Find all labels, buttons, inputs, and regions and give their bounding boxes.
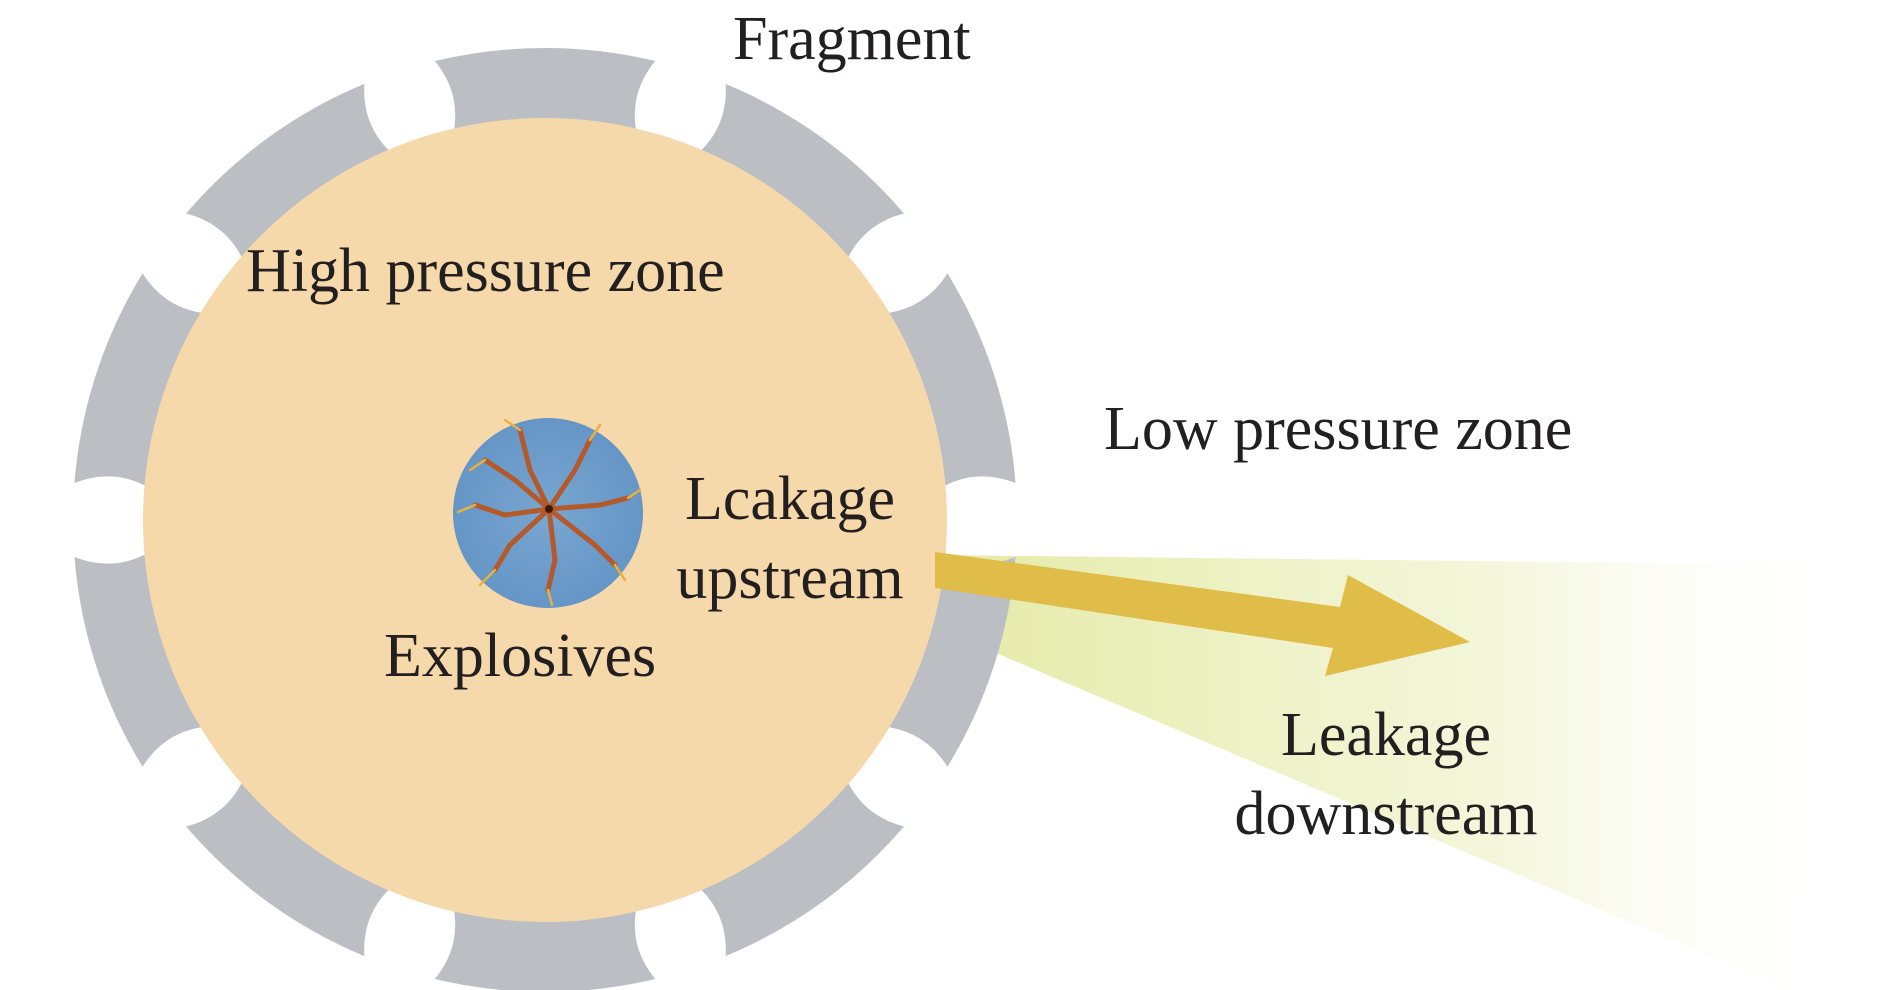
- crack-line: [472, 502, 552, 518]
- detonation-point-icon: [545, 505, 553, 513]
- crack-line: [546, 506, 618, 568]
- crack-line: [546, 437, 593, 512]
- crack-line: [588, 423, 602, 442]
- crack-line: [478, 568, 497, 587]
- leakage-cone: [930, 555, 1850, 990]
- crack-line: [517, 427, 552, 512]
- fragment-piece: [186, 776, 394, 957]
- crack-line: [545, 506, 558, 593]
- crack-line: [492, 506, 552, 573]
- leakage-upstream-line1: Lcakage: [685, 465, 895, 533]
- fragment-piece: [434, 48, 656, 136]
- fragment-piece: [186, 83, 394, 264]
- crack-line: [456, 503, 477, 514]
- high-pressure-zone-label: High pressure zone: [246, 237, 725, 305]
- fragment-ring: [74, 48, 1016, 990]
- crack-line: [626, 488, 642, 500]
- leakage-upstream-line2: upstream: [676, 543, 904, 612]
- fragment-piece: [881, 550, 1016, 767]
- fragment-piece: [74, 273, 209, 490]
- crack-line: [468, 458, 487, 472]
- crack-line: [613, 563, 627, 582]
- crack-line: [482, 457, 552, 512]
- crack-line: [546, 495, 631, 512]
- explosives-label: Explosives: [384, 622, 657, 690]
- leakage-downstream-label: Leakage downstream: [1218, 696, 1554, 853]
- crack-line: [546, 588, 554, 607]
- fragment-label: Fragment: [733, 5, 971, 73]
- leakage-upstream-label: Lcakage upstream: [662, 460, 918, 617]
- leakage-arrow: [935, 552, 1470, 676]
- fragment-piece: [696, 83, 904, 264]
- fragment-piece: [696, 776, 904, 957]
- crack-line: [503, 418, 522, 432]
- low-pressure-zone-label: Low pressure zone: [1104, 395, 1573, 463]
- fragment-piece: [881, 273, 1016, 490]
- leakage-downstream-line2: downstream: [1234, 779, 1538, 848]
- fragment-piece: [74, 550, 209, 767]
- fragment-piece: [434, 904, 656, 990]
- explosive-core: [453, 418, 643, 608]
- leakage-downstream-line1: Leakage: [1281, 701, 1491, 769]
